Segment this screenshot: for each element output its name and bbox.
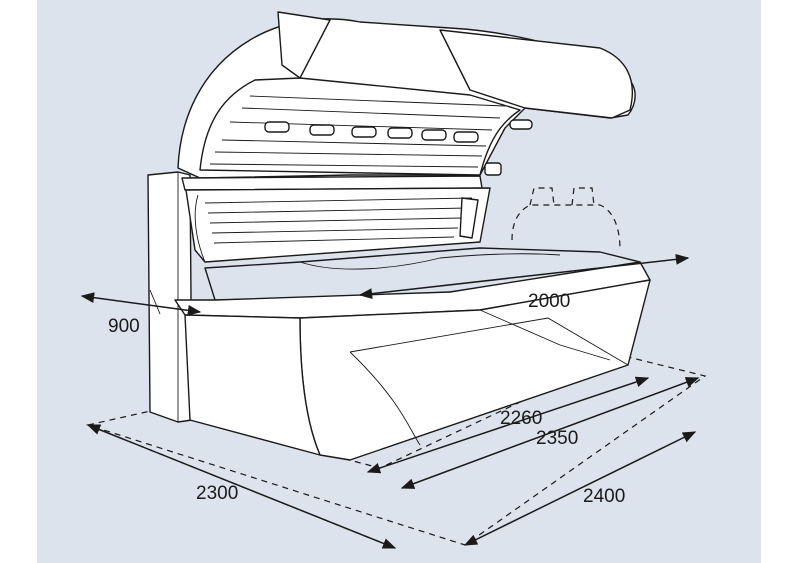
dimension-2000 <box>358 253 690 300</box>
label-2000: 2000 <box>528 291 570 312</box>
dimension-2300 <box>86 424 397 549</box>
label-900: 900 <box>108 316 140 337</box>
dimension-2400 <box>463 431 697 546</box>
bed-body <box>174 261 651 461</box>
label-2260: 2260 <box>500 408 542 429</box>
label-2300: 2300 <box>196 483 238 504</box>
back-column <box>147 171 193 423</box>
bench-back <box>185 187 491 263</box>
label-2400: 2400 <box>583 486 625 507</box>
face-tanner-lamps <box>264 119 533 176</box>
label-2350: 2350 <box>536 428 578 449</box>
headrest-ghost <box>511 187 621 251</box>
canopy-shell <box>177 11 636 179</box>
dimension-900 <box>80 289 202 316</box>
